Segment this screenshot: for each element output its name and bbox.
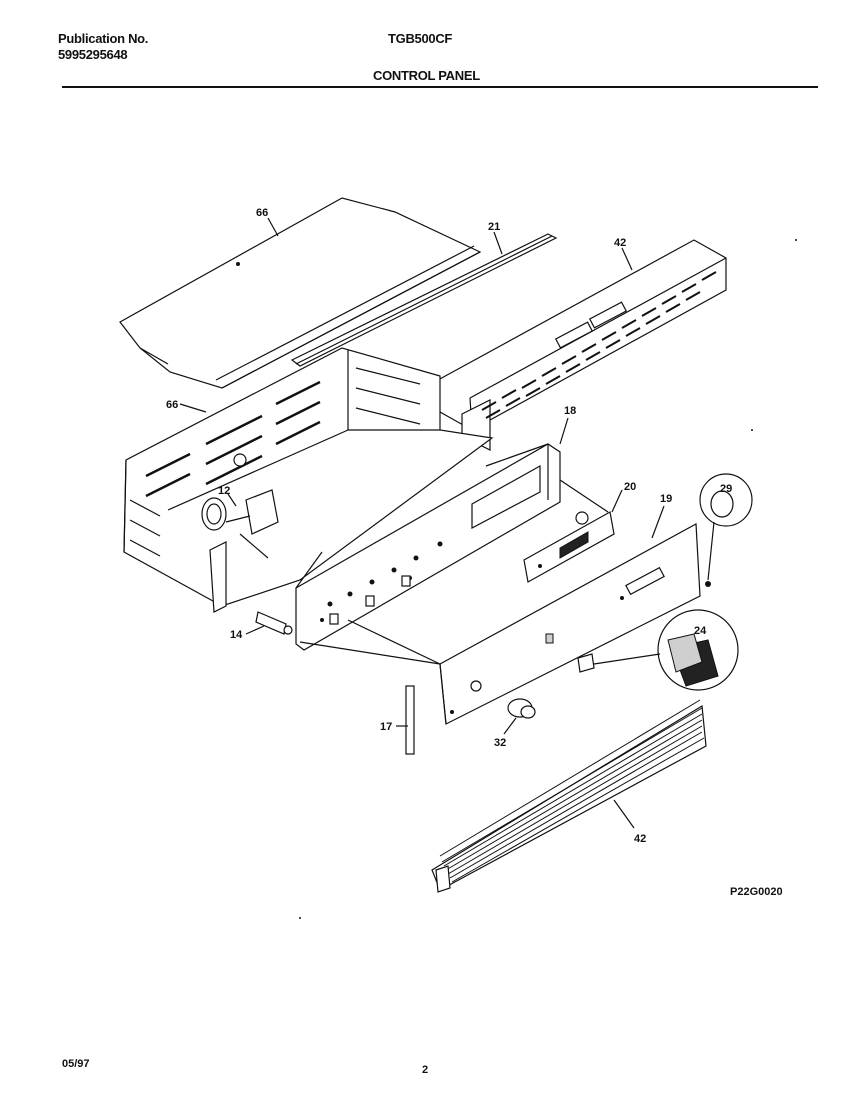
detail-rocker-switch-24	[577, 609, 739, 691]
callout-19: 19	[660, 493, 672, 505]
callout-12: 12	[218, 485, 230, 497]
front-control-panel	[439, 523, 701, 725]
callout-24: 24	[694, 625, 707, 637]
footer-date: 05/97	[62, 1058, 90, 1070]
thermostat-coil-assembly	[201, 489, 279, 559]
callout-66-housing: 66	[166, 399, 178, 411]
top-cover-plate	[119, 197, 482, 389]
leader-lines	[179, 217, 665, 829]
publication-label: Publication No.	[58, 31, 149, 46]
control-knob	[507, 698, 536, 719]
control-housing	[123, 347, 494, 613]
detail-knob-29	[699, 473, 753, 587]
callout-42-lower: 42	[634, 833, 646, 845]
callout-20: 20	[624, 481, 636, 493]
clock-timer-module	[523, 511, 615, 583]
callout-17: 17	[380, 721, 392, 733]
section-title: CONTROL PANEL	[373, 68, 480, 83]
publication-number: 5995295648	[58, 47, 128, 62]
trim-strip	[290, 233, 558, 367]
callout-18: 18	[564, 405, 576, 417]
front-vent-grille	[431, 699, 707, 893]
callout-42-upper: 42	[614, 237, 626, 249]
header-rule	[62, 86, 818, 88]
callout-32: 32	[494, 737, 506, 749]
diagram-code: P22G0020	[730, 886, 783, 898]
side-bracket	[405, 685, 415, 755]
indicator-light	[255, 611, 293, 635]
model-number: TGB500CF	[388, 31, 453, 46]
callout-29: 29	[720, 483, 732, 495]
callout-14: 14	[230, 629, 243, 641]
callout-66-top: 66	[256, 207, 268, 219]
callout-21: 21	[488, 221, 500, 233]
footer-page-number: 2	[422, 1064, 429, 1076]
